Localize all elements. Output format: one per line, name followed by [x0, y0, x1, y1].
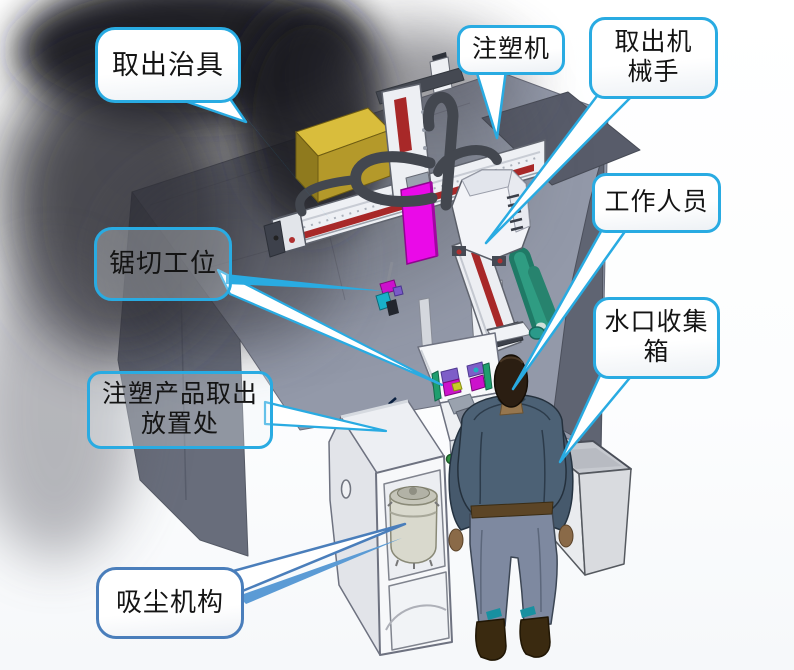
callout-label: 锯切工位 — [108, 249, 217, 279]
cable-chains — [295, 91, 502, 217]
callout-product-takeout-placement: 注塑产品取出 放置处 — [87, 371, 273, 449]
callout-label: 取出治具 — [112, 49, 224, 80]
callout-takeout-jig: 取出治具 — [95, 27, 241, 103]
callout-label: 注塑产品取出 — [101, 380, 258, 408]
clamp-fixtures — [431, 361, 493, 402]
worker-figure — [448, 354, 574, 661]
callout-label: 取出机 — [614, 28, 693, 56]
vertical-arm-unit — [375, 52, 465, 357]
callout-label: 放置处 — [140, 411, 219, 438]
callout-label: 注塑机 — [471, 35, 550, 63]
callout-label: 水口收集 — [604, 308, 709, 336]
callout-label: 吸尘机构 — [115, 588, 224, 618]
hanging-jig-fixture — [375, 261, 404, 316]
dust-collector-cabinet — [328, 399, 457, 656]
callout-takeout-manipulator: 取出机 械手 — [589, 17, 718, 99]
callout-label: 械手 — [627, 59, 680, 86]
callout-dust-suction-mechanism: 吸尘机构 — [96, 567, 244, 639]
dust-collector-tank — [387, 486, 440, 569]
callout-injection-molding-machine: 注塑机 — [457, 25, 565, 75]
callout-sawing-station: 锯切工位 — [94, 227, 232, 301]
callout-label: 箱 — [643, 339, 670, 366]
callout-worker: 工作人员 — [592, 173, 721, 233]
robot-head — [451, 169, 531, 266]
callout-label: 工作人员 — [604, 188, 709, 216]
callout-sprue-collection-box: 水口收集 箱 — [593, 297, 720, 379]
